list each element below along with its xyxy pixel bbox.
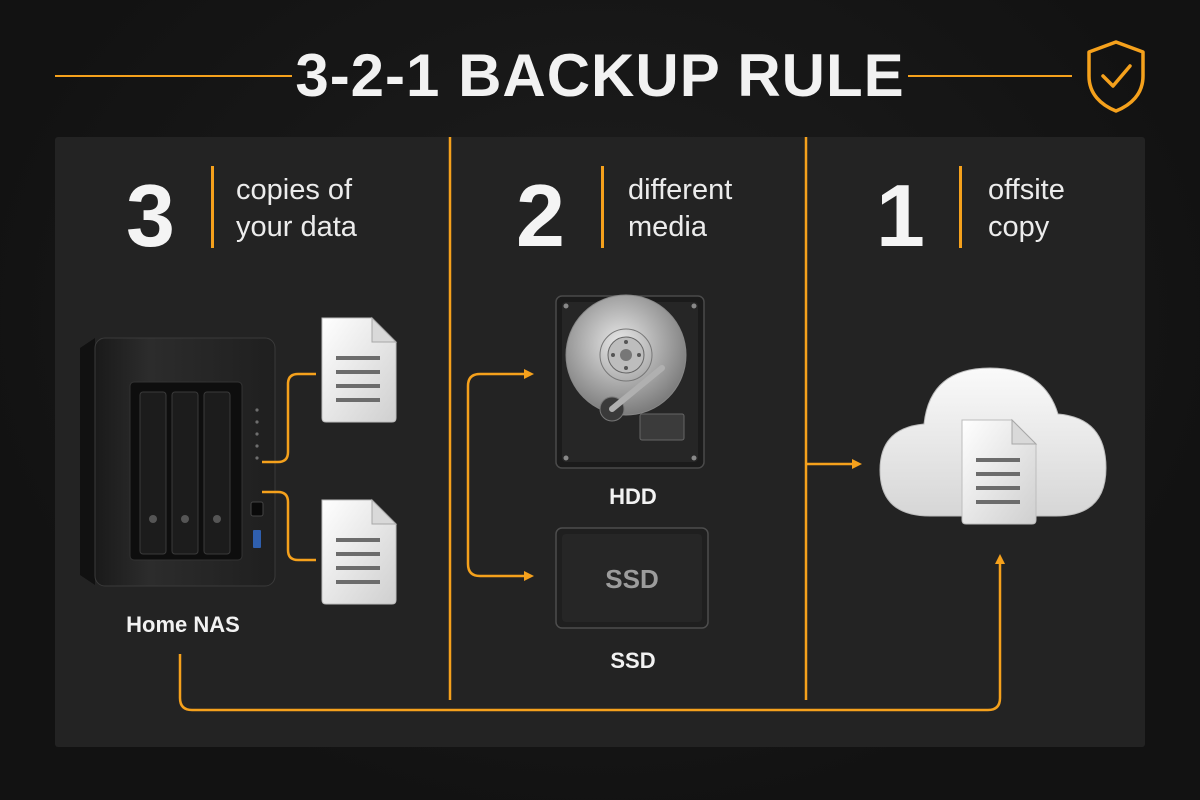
- shield-check-icon: [1087, 40, 1145, 113]
- arrow-nas-to-cloud: [178, 554, 1005, 712]
- ssd-label: SSD: [610, 648, 656, 673]
- arrow-to-hdd: [466, 369, 534, 475]
- nas-link-bottom: [262, 490, 316, 562]
- nas-link-top: [262, 372, 316, 464]
- hdd-icon: [555, 294, 705, 469]
- page-title: 3-2-1 BACKUP RULE: [295, 42, 905, 109]
- hdd-label: HDD: [609, 484, 657, 509]
- offsite-number: 1: [876, 166, 925, 265]
- nas-label: Home NAS: [126, 612, 240, 637]
- document-icon: [321, 317, 397, 423]
- media-number: 2: [516, 166, 565, 265]
- offsite-divider: [959, 166, 962, 248]
- copies-divider: [211, 166, 214, 248]
- arrow-to-ssd: [466, 475, 534, 581]
- ssd-face-text: SSD: [605, 564, 658, 594]
- document-icon: [961, 419, 1037, 525]
- ssd-icon: SSD: [555, 527, 709, 629]
- media-divider: [601, 166, 604, 248]
- nas-device: [80, 337, 276, 587]
- document-icon: [321, 499, 397, 605]
- copies-number: 3: [126, 166, 175, 265]
